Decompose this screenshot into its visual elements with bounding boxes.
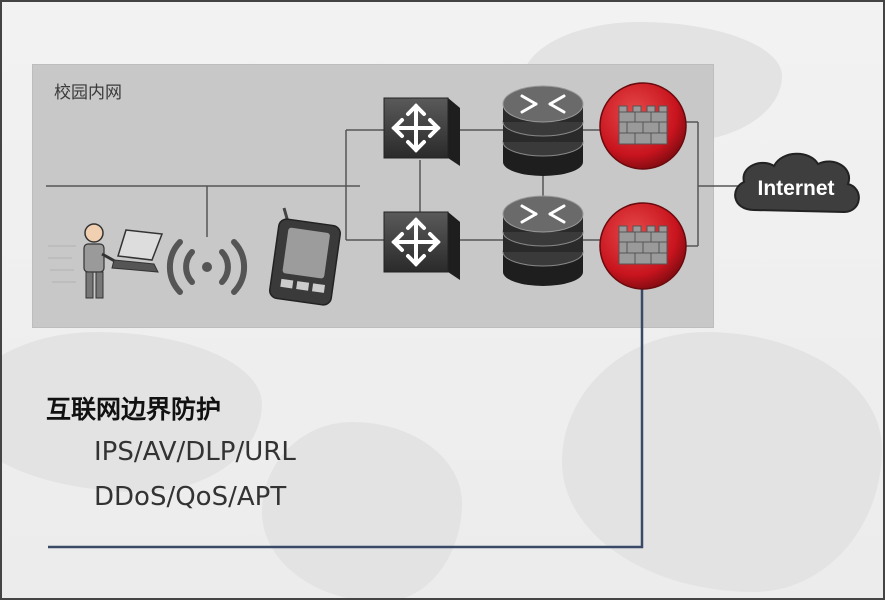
firewall-icon [599, 82, 687, 170]
router-icon [502, 195, 584, 286]
map-background-shape [2, 332, 262, 492]
switch-icon [383, 211, 460, 280]
map-background-shape [262, 422, 462, 598]
campus-network-box [32, 64, 714, 328]
person-laptop-icon [48, 223, 164, 299]
cloud-icon [734, 152, 860, 214]
feature-line: IPS/AV/DLP/URL [94, 437, 296, 467]
map-background-shape [562, 332, 882, 592]
campus-network-label: 校园内网 [54, 83, 122, 103]
firewall-icon [599, 202, 687, 290]
internet-label: Internet [757, 177, 834, 200]
protection-title: 互联网边界防护 [46, 395, 222, 424]
pda-icon [269, 207, 341, 306]
boundary-protection-link [48, 264, 644, 549]
router-icon [502, 85, 584, 176]
feature-line: DDoS/QoS/APT [94, 482, 287, 512]
switch-icon [383, 97, 460, 166]
wireless-signal-icon [166, 239, 248, 295]
